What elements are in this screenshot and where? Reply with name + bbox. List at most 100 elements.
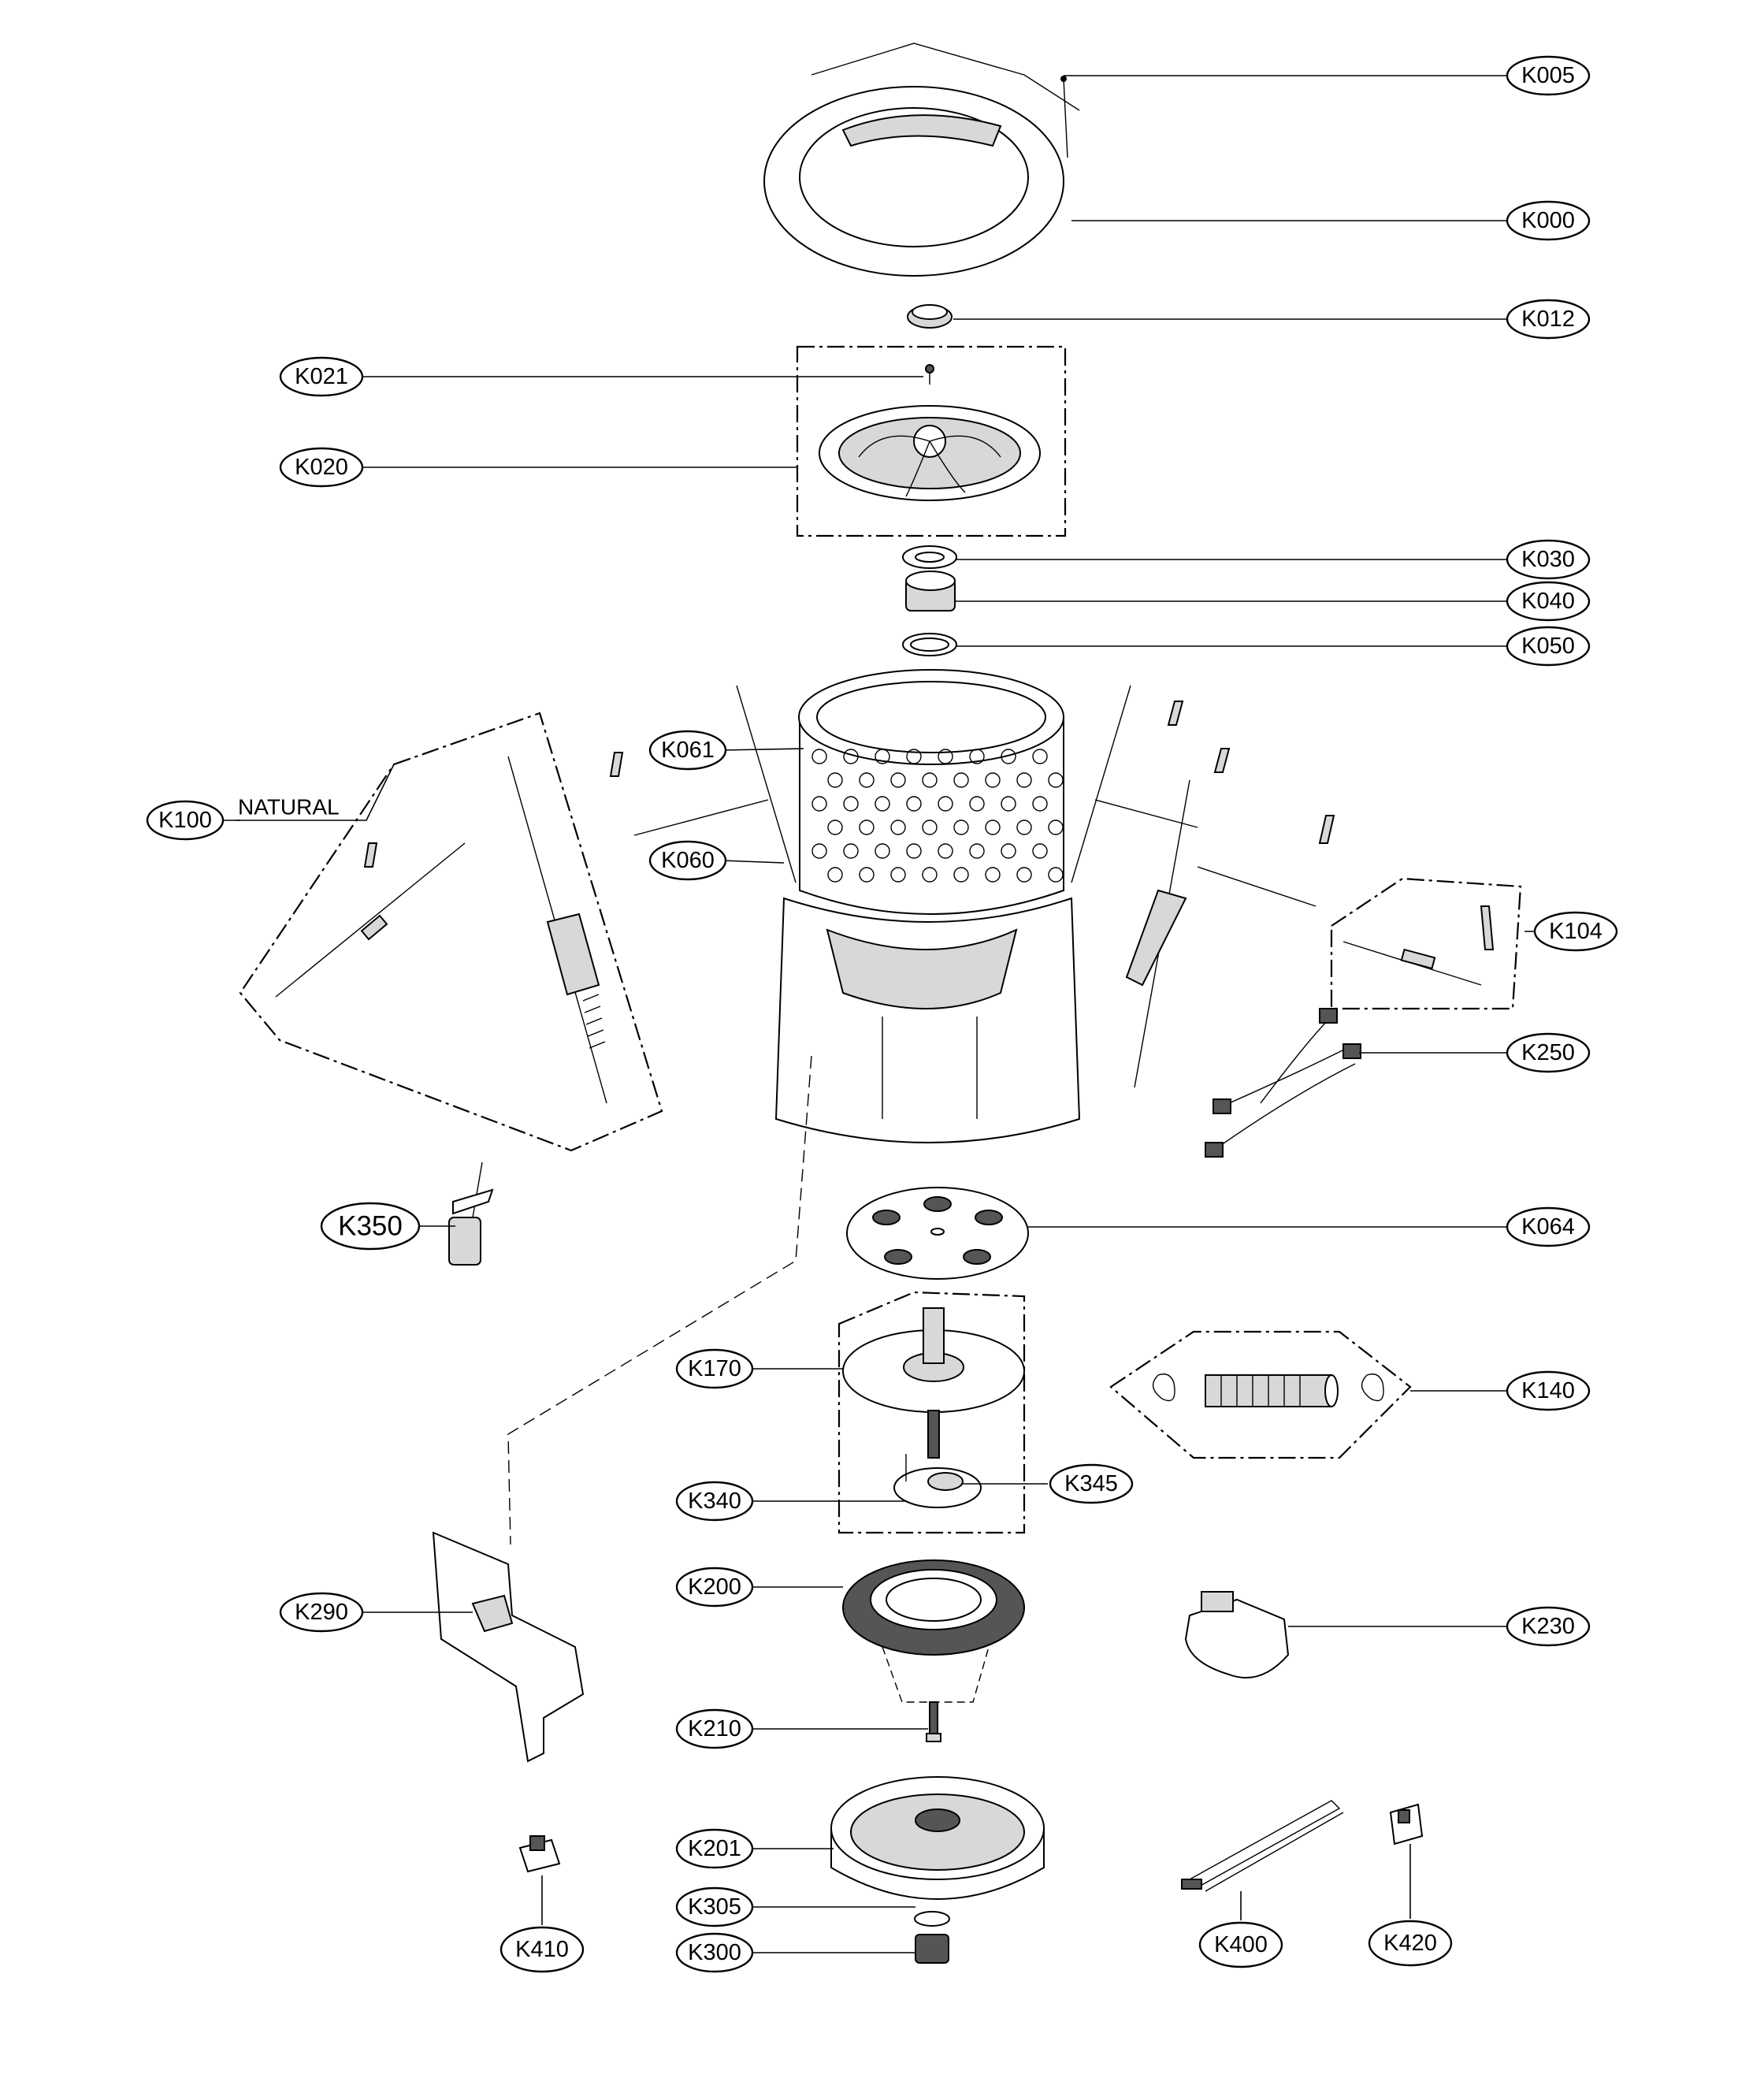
label-text: K400 — [1214, 1932, 1268, 1957]
part-label-k050: K050 — [1506, 626, 1591, 667]
label-oval — [675, 1828, 754, 1869]
label-oval — [1506, 1606, 1591, 1647]
label-oval — [675, 1567, 754, 1608]
part-label-k350: K350 — [320, 1202, 421, 1251]
label-text: K420 — [1383, 1931, 1437, 1956]
label-oval — [1506, 200, 1591, 241]
sensor-part — [448, 1162, 494, 1266]
label-oval — [1506, 299, 1591, 340]
part-label-k410: K410 — [499, 1926, 585, 1973]
label-oval — [279, 1592, 364, 1633]
drum-tub-part — [774, 669, 1081, 1143]
part-label-k020: K020 — [279, 447, 364, 488]
part-label-k064: K064 — [1506, 1206, 1591, 1247]
part-label-k012: K012 — [1506, 299, 1591, 340]
washer2-part — [914, 1911, 950, 1927]
part-label-k345: K345 — [1049, 1463, 1134, 1504]
wire-harness-part — [1205, 1008, 1361, 1158]
label-text: K200 — [688, 1574, 741, 1600]
label-text: K005 — [1521, 63, 1575, 88]
part-label-k200: K200 — [675, 1567, 754, 1608]
label-oval — [1533, 911, 1618, 952]
label-text: K300 — [688, 1940, 741, 1965]
k104-group-box — [1330, 877, 1522, 1010]
natural-suspension-part — [275, 752, 624, 1104]
label-oval — [675, 1481, 754, 1522]
bracket-part — [432, 1531, 585, 1763]
part-label-k420: K420 — [1368, 1920, 1453, 1967]
label-text: K060 — [661, 848, 715, 873]
nut-part — [905, 571, 956, 611]
label-text: K064 — [1521, 1214, 1575, 1240]
label-text: K170 — [688, 1356, 741, 1381]
hose-group-box — [1109, 1330, 1412, 1459]
label-oval — [1368, 1920, 1453, 1967]
part-label-k140: K140 — [1506, 1370, 1591, 1411]
label-text: K201 — [688, 1836, 741, 1861]
label-oval — [675, 1348, 754, 1389]
part-label-k170: K170 — [675, 1348, 754, 1389]
label-oval — [648, 730, 727, 771]
label-oval — [648, 840, 727, 881]
part-label-k210: K210 — [675, 1708, 754, 1749]
stator-part — [842, 1559, 1025, 1703]
part-label-k060: K060 — [648, 840, 727, 881]
part-label-k400: K400 — [1198, 1921, 1283, 1968]
label-text: K350 — [338, 1211, 403, 1242]
label-text: K230 — [1521, 1614, 1575, 1639]
tub-cover-part — [763, 43, 1080, 277]
part-label-k300: K300 — [675, 1932, 754, 1973]
part-label-k061: K061 — [648, 730, 727, 771]
label-oval — [1506, 539, 1591, 580]
rotor-part — [830, 1776, 1045, 1900]
label-text: K250 — [1521, 1040, 1575, 1065]
bolt-part — [926, 1701, 941, 1742]
nut2-part — [915, 1934, 949, 1964]
sensor-clutch-part — [893, 1454, 982, 1508]
pulsator-group-box — [796, 345, 1067, 537]
label-text: K021 — [295, 364, 348, 389]
small-switch-part — [518, 1835, 561, 1873]
label-text: K012 — [1521, 307, 1575, 332]
label-text: K104 — [1549, 919, 1602, 944]
pulsator-part — [819, 364, 1041, 501]
label-oval — [499, 1926, 585, 1973]
plate-part — [846, 1187, 1029, 1280]
part-label-k340: K340 — [675, 1481, 754, 1522]
label-oval — [675, 1932, 754, 1973]
bearing-housing-part — [842, 1307, 1025, 1459]
natural-group-box — [239, 712, 663, 1152]
k170-group-box — [837, 1291, 1026, 1534]
leader-lines — [219, 75, 1540, 1953]
natural-note: NATURAL — [238, 795, 340, 820]
label-text: K410 — [515, 1937, 569, 1962]
part-label-k005: K005 — [1506, 55, 1591, 96]
part-label-k305: K305 — [675, 1886, 754, 1927]
label-oval — [675, 1886, 754, 1927]
label-text: K305 — [688, 1894, 741, 1920]
part-label-k100: K100 — [146, 800, 225, 841]
label-text: K140 — [1521, 1378, 1575, 1403]
label-oval — [279, 447, 364, 488]
label-oval — [146, 800, 225, 841]
label-oval — [1506, 581, 1591, 622]
label-text: K000 — [1521, 208, 1575, 233]
label-oval — [675, 1708, 754, 1749]
k104-rod-part — [1342, 905, 1495, 986]
label-text: K040 — [1521, 589, 1575, 614]
washer-part — [902, 545, 957, 569]
part-label-k230: K230 — [1506, 1606, 1591, 1647]
small-ring-part — [907, 304, 953, 329]
drain-route-line — [507, 1055, 812, 1545]
part-label-k030: K030 — [1506, 539, 1591, 580]
label-text: K020 — [295, 455, 348, 480]
label-oval — [320, 1202, 421, 1251]
label-text: K061 — [661, 738, 715, 763]
label-text: K345 — [1064, 1471, 1118, 1496]
part-label-k021: K021 — [279, 356, 364, 397]
label-text: K210 — [688, 1716, 741, 1741]
heater-part — [1181, 1800, 1344, 1892]
label-oval — [1506, 1032, 1591, 1073]
label-oval — [1506, 626, 1591, 667]
